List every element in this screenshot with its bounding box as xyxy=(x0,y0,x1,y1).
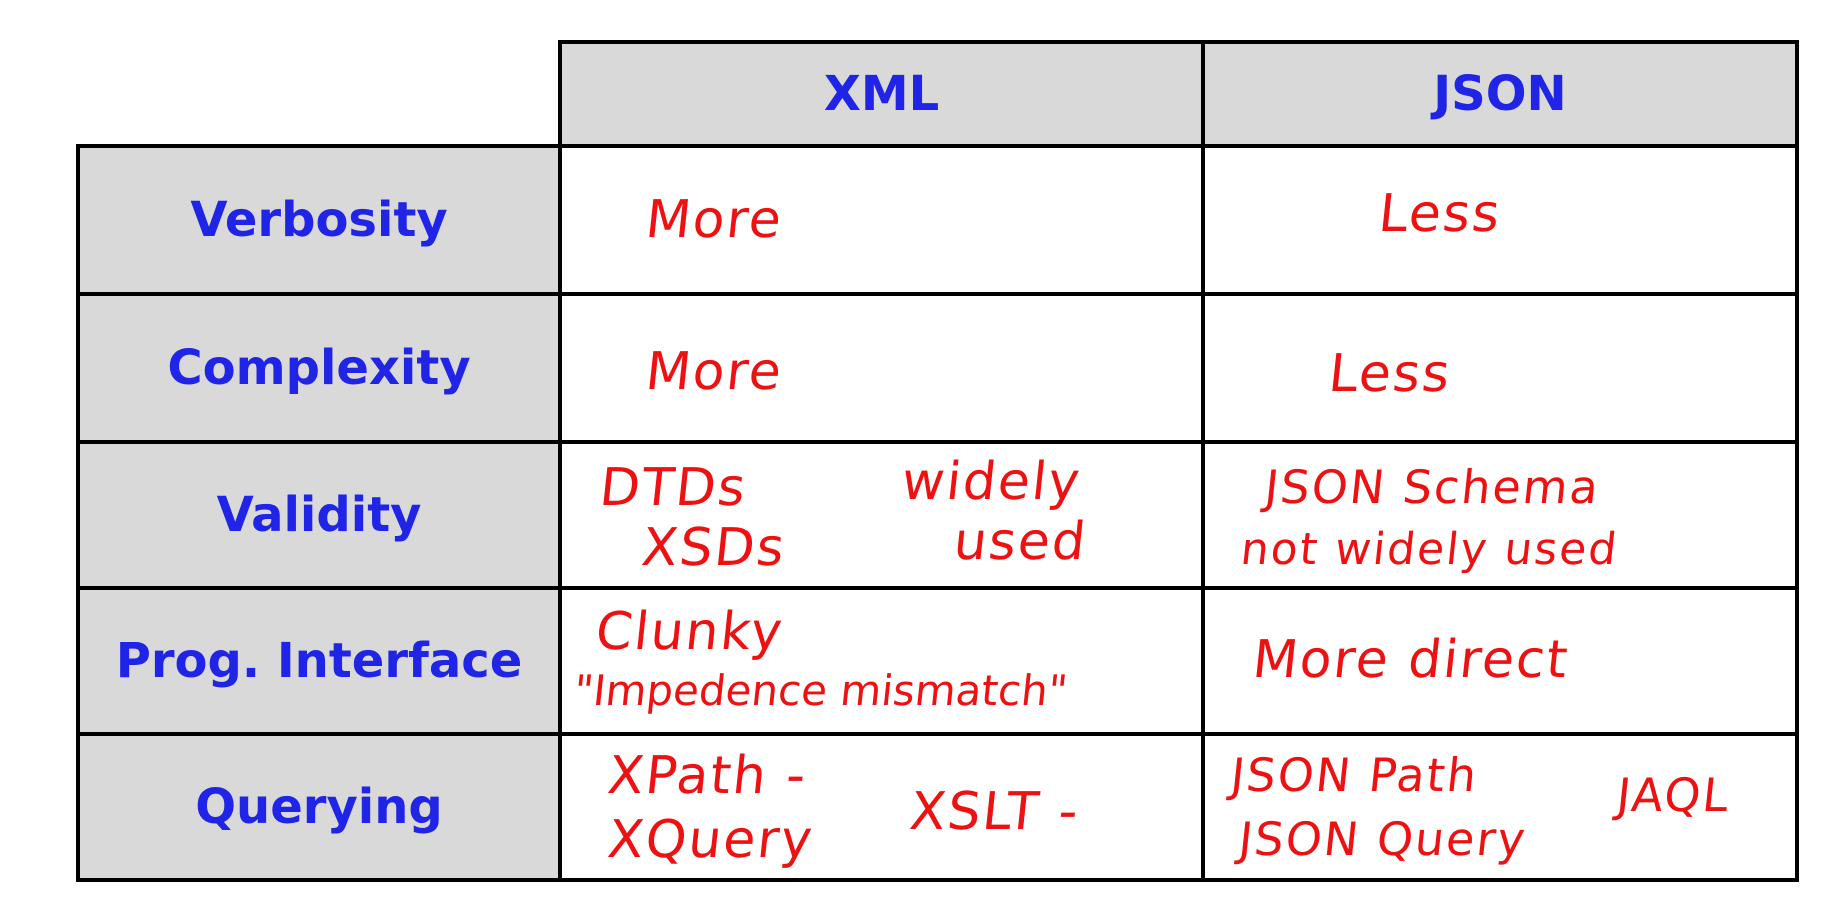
cell-prog-interface-xml-line1: Clunky xyxy=(592,602,787,662)
cell-validity-xml-line2: XSDs xyxy=(638,518,789,578)
row-label-complexity-text: Complexity xyxy=(167,340,471,396)
row-label-validity: Validity xyxy=(76,440,562,590)
row-label-validity-text: Validity xyxy=(216,487,422,543)
cell-querying-json-jaql: JAQL xyxy=(1614,768,1734,822)
cell-prog-interface-xml-line2: "Impedence mismatch" xyxy=(571,666,1070,715)
row-label-querying: Querying xyxy=(76,732,562,882)
row-label-querying-text: Querying xyxy=(195,779,443,835)
cell-validity-json-line2: not widely used xyxy=(1238,524,1622,575)
cell-querying-json-line1: JSON Path xyxy=(1228,748,1481,802)
cell-querying-xml-xquery: XQuery xyxy=(604,810,817,870)
cell-validity-json: JSON Schema not widely used xyxy=(1201,440,1799,590)
row-label-verbosity: Verbosity xyxy=(76,144,562,296)
cell-complexity-json-text: Less xyxy=(1325,344,1455,404)
cell-querying-json-line2: JSON Query xyxy=(1236,812,1530,866)
header-xml: XML xyxy=(558,40,1205,148)
cell-verbosity-json-text: Less xyxy=(1375,184,1505,244)
cell-validity-xml-used: used xyxy=(950,512,1091,572)
cell-prog-interface-xml: Clunky "Impedence mismatch" xyxy=(558,586,1205,736)
header-json: JSON xyxy=(1201,40,1799,148)
cell-validity-xml-widely: widely xyxy=(898,452,1085,512)
row-label-prog-interface-text: Prog. Interface xyxy=(115,633,523,689)
cell-complexity-xml-text: More xyxy=(642,342,787,402)
cell-validity-xml: DTDs XSDs widely used xyxy=(558,440,1205,590)
cell-verbosity-json: Less xyxy=(1201,144,1799,296)
cell-validity-xml-line1: DTDs xyxy=(596,458,751,518)
row-label-verbosity-text: Verbosity xyxy=(190,192,448,248)
cell-complexity-xml: More xyxy=(558,292,1205,444)
row-label-complexity: Complexity xyxy=(76,292,562,444)
cell-querying-xml-xslt: XSLT - xyxy=(906,782,1083,842)
header-json-label: JSON xyxy=(1433,66,1567,122)
cell-querying-json: JSON Path JSON Query JAQL xyxy=(1201,732,1799,882)
cell-complexity-json: Less xyxy=(1201,292,1799,444)
cell-querying-xml-xpath: XPath - xyxy=(604,746,811,806)
cell-querying-xml: XPath - XQuery XSLT - xyxy=(558,732,1205,882)
cell-prog-interface-json-text: More direct xyxy=(1249,630,1573,690)
row-label-prog-interface: Prog. Interface xyxy=(76,586,562,736)
cell-validity-json-line1: JSON Schema xyxy=(1262,460,1603,514)
cell-verbosity-xml: More xyxy=(558,144,1205,296)
cell-prog-interface-json: More direct xyxy=(1201,586,1799,736)
cell-verbosity-xml-text: More xyxy=(642,190,787,250)
header-xml-label: XML xyxy=(823,66,940,122)
